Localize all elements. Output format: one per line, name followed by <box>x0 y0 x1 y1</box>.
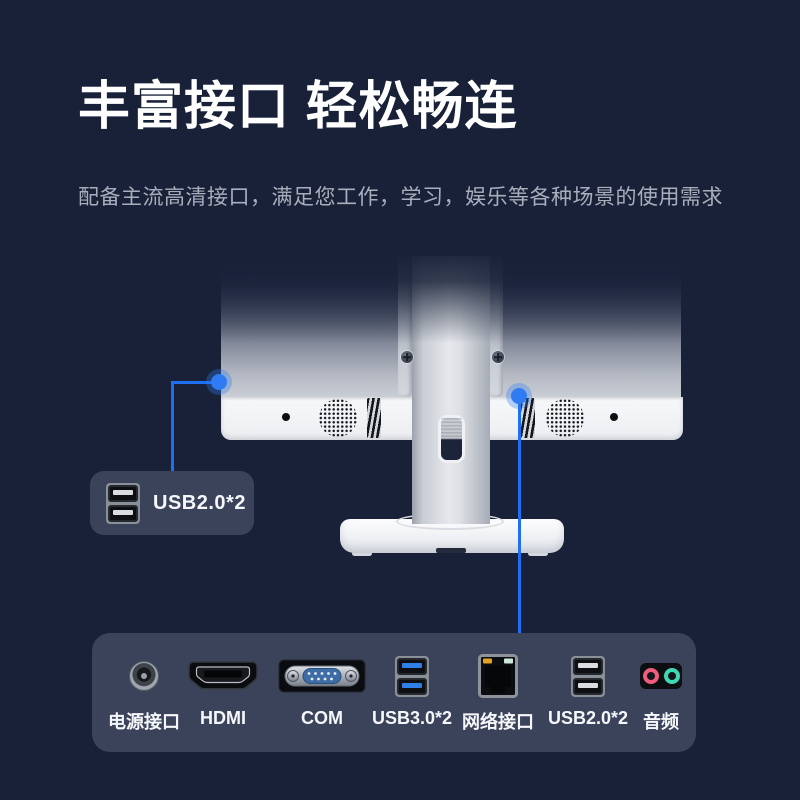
speaker-grille-right-icon <box>546 399 584 437</box>
port-item-power: 电源接口 <box>108 653 180 734</box>
power-port-icon <box>129 653 159 699</box>
port-label: 网络接口 <box>462 712 534 732</box>
callout-label: USB2.0*2 <box>153 491 246 514</box>
cable-hole <box>438 415 465 463</box>
usb3-port-icon <box>394 653 429 699</box>
power-button-dot-left <box>282 413 290 421</box>
port-label: COM <box>301 708 343 728</box>
stand-base-notch <box>436 548 466 553</box>
page-title: 丰富接口 轻松畅连 <box>78 78 518 136</box>
port-item-lan: 网络接口 <box>462 653 534 734</box>
speaker-grille-left-icon <box>319 399 357 437</box>
screw-icon-right <box>492 351 504 363</box>
port-label: 音频 <box>643 712 679 732</box>
port-label: HDMI <box>200 708 246 728</box>
mic-jack-icon <box>642 668 659 684</box>
stand-column <box>412 256 490 524</box>
power-button-dot-right <box>610 413 618 421</box>
port-item-com: COM <box>278 653 366 729</box>
lan-port-icon <box>478 653 518 699</box>
callout-dot-left <box>211 374 227 390</box>
com-port-icon <box>278 653 366 699</box>
port-item-usb2: USB2.0*2 <box>548 653 628 729</box>
port-label: 电源接口 <box>108 712 180 732</box>
audio-port-icon <box>640 653 682 699</box>
usb-dual-port-icon <box>106 482 140 524</box>
usb2-port-icon <box>570 653 605 699</box>
ports-panel: 电源接口 HDMI <box>92 633 696 752</box>
usb-callout-box: USB2.0*2 <box>90 471 254 535</box>
base-foot-right <box>528 551 548 556</box>
callout-line-left-vertical <box>170 380 174 472</box>
port-item-hdmi: HDMI <box>187 653 259 729</box>
port-item-audio: 音频 <box>640 653 682 734</box>
vent-left-icon <box>367 398 381 438</box>
page-subtitle: 配备主流高清接口，满足您工作，学习，娱乐等各种场景的使用需求 <box>78 186 723 209</box>
callout-line-left-horizontal <box>172 380 219 384</box>
base-foot-left <box>352 551 372 556</box>
hdmi-port-icon <box>187 653 259 699</box>
vent-right-icon <box>521 398 535 438</box>
screw-icon-left <box>401 351 413 363</box>
port-label: USB2.0*2 <box>547 708 629 728</box>
stand-hinge-left <box>398 256 412 397</box>
headphone-jack-icon <box>663 668 680 684</box>
port-item-usb3: USB3.0*2 <box>372 653 452 729</box>
callout-dot-right <box>511 388 527 404</box>
callout-line-right-vertical <box>517 396 521 633</box>
port-label: USB3.0*2 <box>371 708 453 728</box>
stand-hinge-right <box>489 256 503 397</box>
